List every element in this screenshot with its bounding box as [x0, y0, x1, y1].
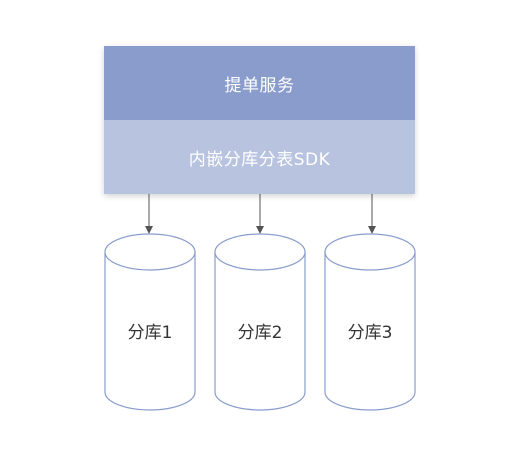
sharding-sdk-label: 内嵌分库分表SDK	[188, 149, 331, 170]
database-cylinder-icon	[214, 233, 306, 411]
order-service-block: 提单服务	[104, 46, 415, 120]
database-1: 分库1	[104, 232, 196, 412]
database-3: 分库3	[324, 232, 416, 412]
sharding-sdk-block: 内嵌分库分表SDK	[104, 120, 415, 194]
database-cylinder-icon	[324, 233, 416, 411]
order-service-label: 提单服务	[224, 75, 295, 96]
database-2-label: 分库2	[237, 323, 283, 343]
database-cylinder-icon	[104, 233, 196, 411]
database-1-label: 分库1	[127, 323, 173, 343]
database-2: 分库2	[214, 232, 306, 412]
database-3-label: 分库3	[347, 323, 393, 343]
